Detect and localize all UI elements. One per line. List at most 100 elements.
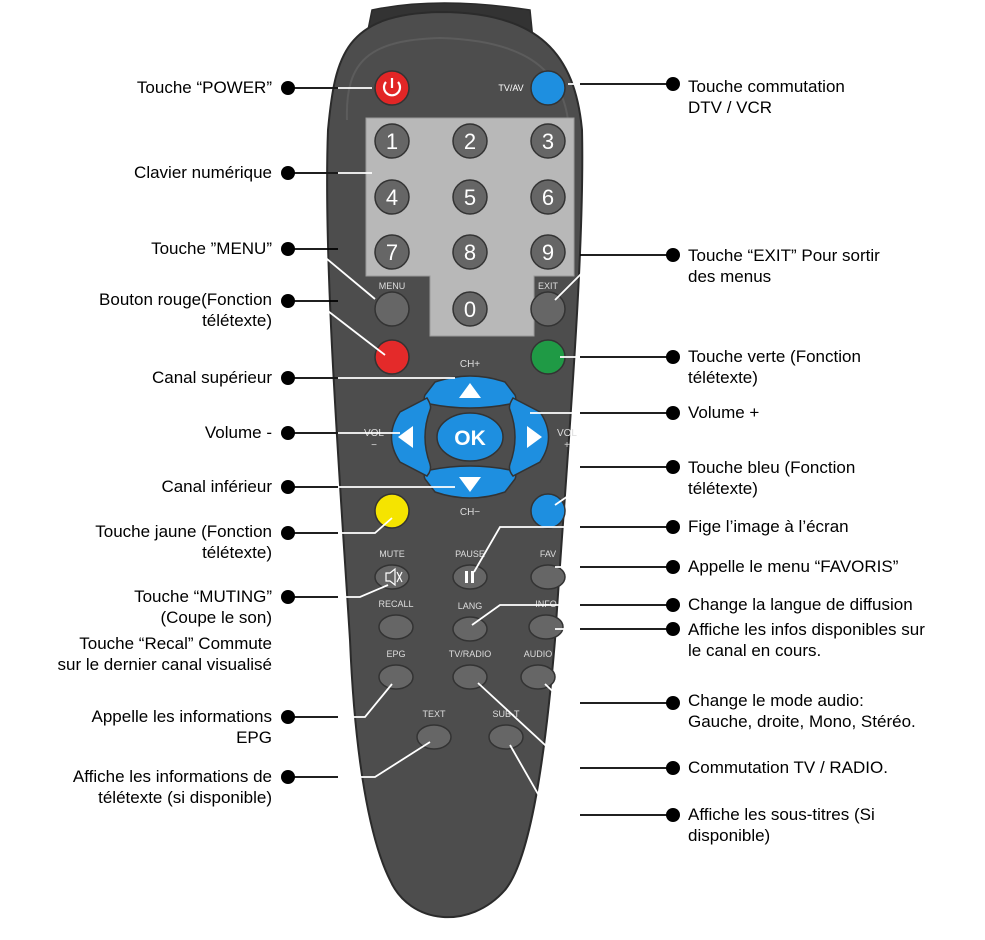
label-yellow: Touche jaune (Fonction télétexte)	[95, 521, 272, 563]
label-tvradio: Commutation TV / RADIO.	[688, 757, 888, 778]
epg-button	[378, 664, 414, 690]
subt-label: SUB-T	[493, 709, 521, 719]
label-line: Volume +	[688, 403, 760, 422]
digit-key-9	[530, 234, 566, 270]
leader-power	[281, 81, 372, 95]
label-line: Gauche, droite, Mono, Stéréo.	[688, 712, 916, 731]
leader-exit	[554, 248, 680, 301]
label-line: Touche commutation	[688, 77, 845, 96]
audio-button	[520, 664, 556, 690]
mute-button	[374, 564, 410, 590]
info-label: INFO	[535, 599, 557, 609]
label-power: Touche “POWER”	[137, 77, 272, 98]
label-line: télétexte (si disponible)	[98, 788, 272, 807]
leader-audio	[544, 683, 680, 710]
tvav-button	[530, 70, 566, 106]
leader-dot	[281, 371, 295, 385]
digit-label: 2	[464, 129, 476, 154]
digit-key-4	[374, 179, 410, 215]
digit-label: 9	[542, 240, 554, 265]
pause-label: PAUSE	[455, 549, 485, 559]
down-arrow-icon	[459, 477, 481, 492]
label-line: sur le dernier canal visualisé	[57, 655, 273, 674]
digit-label: 4	[386, 185, 398, 210]
ok-label: OK	[454, 427, 486, 450]
mute-label: MUTE	[379, 549, 405, 559]
label-line: Change le mode audio:	[688, 691, 864, 710]
label-line: Touche “Recal” Commute	[79, 634, 272, 653]
label-recall: Touche “Recal” Commute sur le dernier can…	[58, 633, 273, 675]
label-line: DTV / VCR	[688, 98, 773, 117]
leader-line	[554, 466, 673, 506]
leader-dot	[666, 350, 680, 364]
digit-label: 3	[542, 129, 554, 154]
leader-keypad	[281, 166, 372, 180]
leader-dot	[281, 590, 295, 604]
label-vol-up: Volume +	[688, 402, 759, 423]
leader-yellow	[281, 517, 393, 540]
label-line: Bouton rouge(Fonction	[99, 290, 272, 309]
pause-icon-bar1	[465, 571, 468, 583]
digit-key-1	[374, 123, 410, 159]
digit-key-2	[452, 123, 488, 159]
leader-dot	[666, 560, 680, 574]
label-keypad: Clavier numérique	[134, 162, 272, 183]
leader-dot	[281, 294, 295, 308]
leader-dot	[666, 696, 680, 710]
label-line: Appelle le menu “FAVORIS”	[688, 557, 899, 576]
leader-line	[544, 683, 673, 704]
leader-menu	[281, 242, 376, 300]
leader-dot	[281, 710, 295, 724]
vol-plus-label: VOL	[557, 428, 577, 439]
digit-key-3	[530, 123, 566, 159]
label-muting: Touche “MUTING”(Coupe le son)	[134, 586, 272, 628]
label-line: télétexte)	[202, 543, 272, 562]
pause-button	[452, 564, 488, 590]
leader-green	[560, 350, 680, 364]
leader-dot	[281, 81, 295, 95]
leader-blue	[554, 460, 680, 506]
label-line: Touche jaune (Fonction	[95, 522, 272, 541]
tvav-label: TV/AV	[498, 83, 523, 93]
fav-button	[530, 564, 566, 590]
yellow-button	[374, 493, 410, 529]
label-line: Commutation TV / RADIO.	[688, 758, 888, 777]
leader-dot	[666, 598, 680, 612]
digit-label: 8	[464, 240, 476, 265]
digit-label: 0	[464, 297, 476, 322]
leader-dot	[666, 77, 680, 91]
leader-ch-up	[281, 371, 455, 385]
fav-label: FAV	[540, 549, 556, 559]
leader-dot	[666, 808, 680, 822]
label-ch-down: Canal inférieur	[161, 476, 272, 497]
epg-label: EPG	[386, 649, 405, 659]
leader-muting	[281, 584, 389, 604]
digit-label: 1	[386, 129, 398, 154]
leader-dot	[281, 426, 295, 440]
lang-button	[452, 616, 488, 642]
label-pause: Fige l’image à l’écran	[688, 516, 849, 537]
text-button	[416, 724, 452, 750]
exit-button	[530, 291, 566, 327]
leader-epg	[281, 683, 393, 724]
leader-pause	[473, 520, 680, 573]
right-arrow-icon	[527, 426, 542, 448]
leader-dot	[666, 406, 680, 420]
lang-label: LANG	[458, 601, 483, 611]
label-line: Touche “MUTING”	[134, 587, 272, 606]
leader-tvav	[568, 77, 680, 91]
label-line: des menus	[688, 267, 772, 286]
digit-key-0	[452, 291, 488, 327]
label-fav: Appelle le menu “FAVORIS”	[688, 556, 898, 577]
leader-dot	[666, 761, 680, 775]
label-line: Touche verte (Fonction	[688, 347, 861, 366]
digit-label: 6	[542, 185, 554, 210]
label-line: Change la langue de diffusion	[688, 595, 913, 614]
leader-info	[555, 622, 680, 636]
